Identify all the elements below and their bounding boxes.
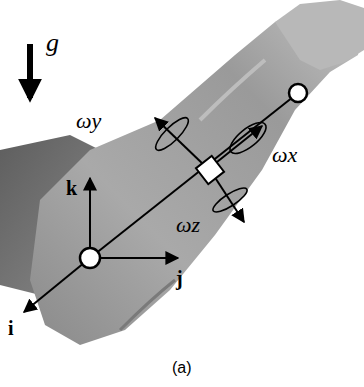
gravity-label: g — [46, 30, 59, 56]
axis-label: j — [176, 268, 183, 288]
rate-label: ωz — [176, 214, 200, 236]
x-rotation — [225, 117, 271, 159]
elbow-joint — [80, 248, 100, 268]
sensor-box — [196, 156, 224, 184]
j-axis — [90, 257, 178, 259]
wrist-joint — [289, 84, 307, 102]
axis-label: k — [66, 178, 77, 198]
x-rate-arrow — [212, 126, 262, 166]
axis-label: i — [8, 318, 14, 338]
gravity-arrow — [27, 44, 33, 98]
rate-label: ωy — [76, 110, 101, 132]
fist — [275, 0, 364, 70]
rate-label: ωx — [272, 144, 297, 166]
y-rotation — [151, 113, 192, 154]
forearm-axis — [90, 93, 298, 258]
figure-caption: (a) — [172, 360, 192, 376]
i-axis — [24, 258, 90, 312]
z-rate-arrow — [214, 176, 244, 222]
z-rotation — [210, 184, 250, 216]
y-rate-arrow — [155, 118, 205, 166]
k-axis — [89, 178, 91, 258]
